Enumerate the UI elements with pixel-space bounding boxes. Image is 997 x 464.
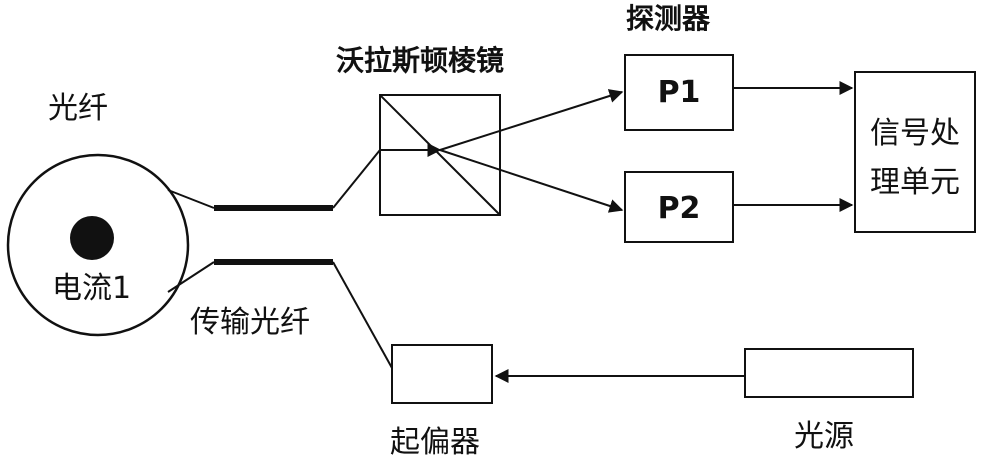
light-source-box <box>744 348 914 398</box>
wollaston-prism-box <box>379 94 501 216</box>
transmission-fiber-label: 传输光纤 <box>190 305 310 340</box>
beam-to-p1 <box>439 89 624 151</box>
fiber-to-prism <box>332 149 381 209</box>
p2-label: P2 <box>658 191 701 226</box>
detector-p1-box <box>624 54 734 131</box>
prism-diagonal <box>379 94 501 216</box>
polarizer-label: 起偏器 <box>390 425 480 460</box>
fiber-lead-lower <box>167 261 215 293</box>
wollaston-prism-label: 沃拉斯顿棱镜 <box>336 44 504 77</box>
signal-processing-box <box>854 71 976 233</box>
current-label: 电流1 <box>52 271 131 306</box>
fiber-to-polarizer <box>332 261 393 369</box>
detector-p2-box <box>624 171 734 243</box>
detector-label: 探测器 <box>626 2 711 35</box>
polarizer-box <box>391 344 493 404</box>
beam-to-p2 <box>439 149 624 213</box>
signal-processing-label-line2: 理单元 <box>870 165 960 200</box>
current-conductor <box>70 216 114 260</box>
fiber-label: 光纤 <box>48 91 108 126</box>
light-source-label: 光源 <box>794 419 854 454</box>
p1-label: P1 <box>658 75 701 110</box>
fiber-lead-upper <box>167 189 215 209</box>
signal-processing-label-line1: 信号处 <box>870 116 960 151</box>
fiber-coil <box>6 153 190 337</box>
